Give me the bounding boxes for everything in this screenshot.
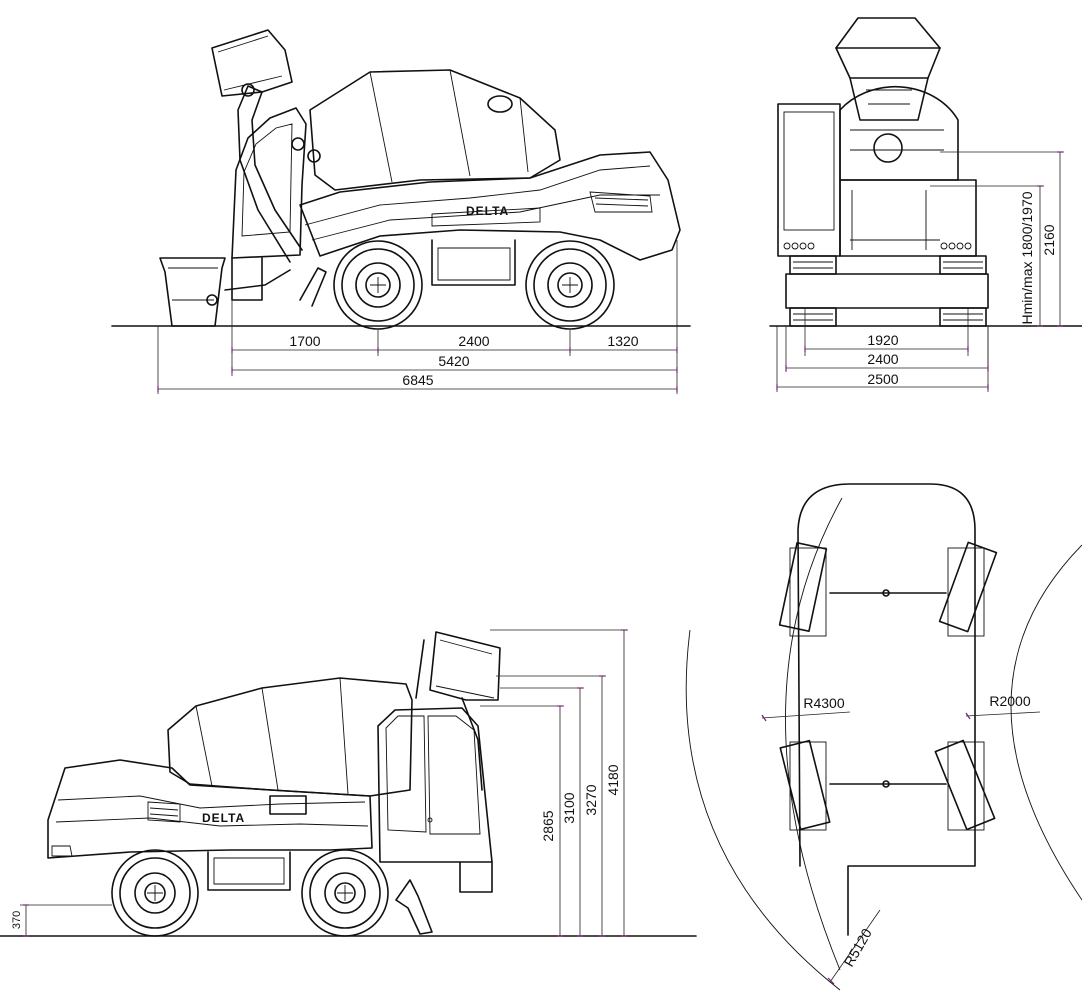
rear-view: 1920 2400 2500 Hmin/max 1800/1970 2160 xyxy=(769,17,1082,392)
loading-bucket-3q xyxy=(429,631,501,701)
dim-front-overhang: 1700 xyxy=(289,333,320,349)
dim-mixer-height: 2160 xyxy=(1041,224,1057,255)
dim-drum-height: 3100 xyxy=(561,792,577,823)
dim-cab-roof-height: 3270 xyxy=(583,784,599,815)
loading-arm xyxy=(237,85,303,263)
wheel-rear-3q xyxy=(111,849,199,937)
dim-body-length: 5420 xyxy=(438,353,469,369)
dim-max-height: 4180 xyxy=(605,764,621,795)
mixer-drum-3q xyxy=(167,677,413,797)
arc-r5120 xyxy=(685,629,841,991)
dim-overall-length: 6845 xyxy=(402,372,433,388)
brand-logo-side: DELTA xyxy=(466,204,509,218)
brand-logo-3q: DELTA xyxy=(202,811,245,825)
rear-dimensions: 1920 2400 2500 Hmin/max 1800/1970 2160 xyxy=(776,151,1064,392)
side-dimensions: 1700 2400 1320 5420 6845 xyxy=(157,240,678,394)
rear-skip xyxy=(159,257,226,327)
wheel-rr-steered xyxy=(934,739,996,831)
wheel-fr-steered xyxy=(938,541,998,633)
label-r4300: R4300 xyxy=(803,695,844,711)
wheel-front-side xyxy=(333,240,423,330)
bottom-dimensions: 370 2865 3100 3270 4180 xyxy=(11,629,628,937)
dim-tire-width: 2400 xyxy=(867,351,898,367)
label-r5120: R5120 xyxy=(840,925,875,969)
dim-overall-width: 2500 xyxy=(867,371,898,387)
rear-cab xyxy=(777,103,841,257)
vehicle-footprint xyxy=(797,483,976,936)
wheel-fl-steered xyxy=(778,541,828,633)
dim-discharge-height: Hmin/max 1800/1970 xyxy=(1019,191,1035,324)
chassis-body xyxy=(299,151,681,261)
label-r2000: R2000 xyxy=(989,693,1030,709)
turning-view: R4300 R2000 R5120 xyxy=(685,483,1082,991)
dim-ground-clearance: 370 xyxy=(11,911,23,929)
dim-rear-overhang: 1320 xyxy=(607,333,638,349)
wheel-front-3q xyxy=(301,849,389,937)
cab xyxy=(231,107,307,259)
three-quarter-view: DELTA xyxy=(0,629,697,937)
arc-r2000 xyxy=(1010,544,1082,901)
dim-wheelbase: 2400 xyxy=(458,333,489,349)
arc-r4300 xyxy=(785,497,843,971)
mixer-drum xyxy=(309,69,561,191)
wheel-rear-side xyxy=(525,240,615,330)
wheel-rl-steered xyxy=(779,739,831,831)
side-view: DELTA xyxy=(111,29,691,394)
rear-hopper xyxy=(835,17,941,49)
dim-cab-height: 2865 xyxy=(540,810,556,841)
loading-bucket xyxy=(211,29,293,97)
rear-axle xyxy=(785,273,989,309)
dim-track: 1920 xyxy=(867,332,898,348)
